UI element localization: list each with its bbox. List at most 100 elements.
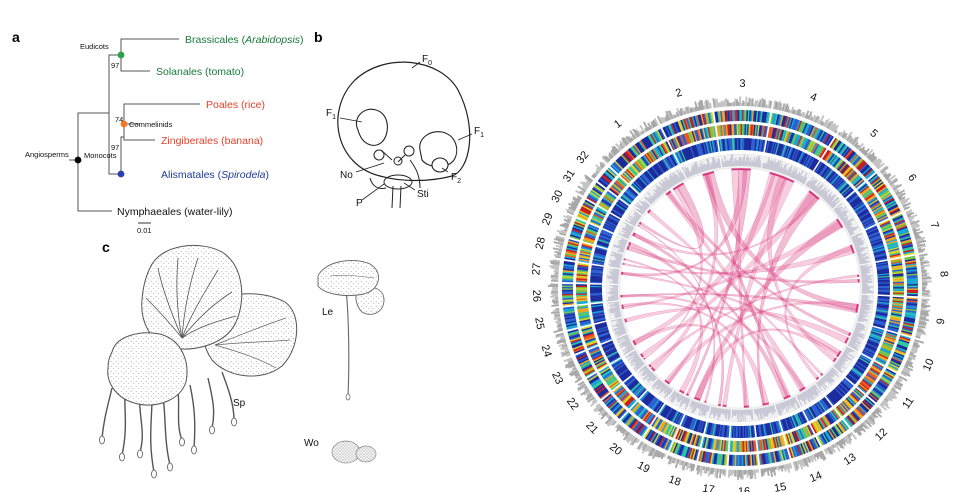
track-segment (921, 291, 931, 294)
track-segment (757, 139, 761, 152)
track-segment (869, 237, 882, 243)
track-segment (916, 243, 926, 248)
track-segment (609, 187, 620, 196)
track-segment (637, 141, 646, 152)
track-segment (914, 233, 919, 237)
track-segment (905, 261, 917, 265)
track-segment (892, 271, 904, 275)
track-segment (621, 137, 628, 146)
track-segment (698, 403, 702, 409)
track-segment (902, 326, 914, 331)
track-segment (700, 421, 706, 434)
track-segment (655, 401, 664, 413)
track-segment (758, 160, 761, 168)
track-segment (630, 219, 637, 225)
track-segment (634, 143, 643, 154)
track-segment (704, 101, 708, 110)
track-segment (593, 172, 598, 177)
track-segment (623, 192, 634, 202)
track-segment (644, 412, 652, 422)
track-segment (740, 110, 743, 122)
track-segment (638, 200, 649, 209)
track-segment (790, 171, 795, 178)
track-segment (826, 120, 833, 129)
track-segment (796, 395, 803, 407)
track-segment (601, 229, 613, 236)
track-segment (560, 345, 568, 350)
track-segment (577, 355, 588, 362)
track-segment (867, 197, 878, 206)
back-frond-veins (214, 317, 291, 369)
track-segment (690, 168, 695, 176)
track-segment (842, 400, 852, 410)
track-segment (606, 298, 619, 302)
track-segment (850, 154, 860, 165)
track-segment (805, 180, 810, 186)
track-segment (821, 416, 829, 427)
track-segment (590, 273, 603, 277)
track-segment (563, 306, 575, 310)
track-segment (655, 163, 664, 174)
track-segment (778, 103, 783, 111)
track-segment (862, 350, 874, 358)
track-segment (762, 439, 766, 451)
track-segment (697, 102, 702, 111)
track-segment (873, 321, 886, 327)
track-segment (691, 116, 697, 128)
track-segment (615, 323, 624, 328)
track-segment (622, 153, 631, 163)
track-segment (648, 431, 656, 442)
track-segment (606, 275, 619, 278)
track-segment (761, 453, 765, 465)
track-segment (665, 114, 670, 122)
track-segment (868, 154, 875, 161)
track-segment (847, 395, 857, 405)
track-segment (876, 263, 889, 267)
track-segment (636, 362, 645, 369)
track-segment (609, 271, 619, 274)
track-segment (696, 143, 702, 156)
track-segment (611, 262, 621, 266)
track-segment (856, 144, 861, 150)
track-segment (582, 331, 594, 337)
track-segment (612, 252, 623, 257)
track-segment (921, 285, 927, 288)
track-segment (623, 396, 633, 405)
track-segment (586, 196, 597, 204)
track-segment (891, 262, 903, 266)
track-segment (877, 297, 890, 300)
track-segment (848, 228, 858, 234)
track-segment (578, 211, 590, 218)
track-segment (746, 409, 748, 416)
track-segment (750, 138, 754, 151)
track-segment (822, 193, 828, 200)
track-segment (815, 183, 824, 193)
track-segment (669, 124, 676, 135)
track-segment (586, 391, 592, 396)
track-segment (715, 98, 719, 108)
track-segment (783, 116, 789, 128)
track-segment (892, 270, 904, 274)
track-segment (576, 268, 589, 272)
track-segment (714, 111, 718, 123)
track-segment (599, 335, 611, 342)
track-segment (624, 151, 633, 162)
track-segment (564, 222, 570, 226)
track-segment (587, 225, 599, 231)
track-segment (711, 140, 716, 153)
track-segment (664, 141, 671, 153)
track-segment (738, 440, 741, 452)
track-segment (808, 114, 813, 121)
track-segment (857, 142, 864, 151)
track-segment (846, 374, 857, 384)
track-segment (632, 182, 642, 192)
track-segment (713, 158, 718, 169)
track-segment (604, 416, 613, 425)
track-segment (624, 227, 633, 232)
track-segment (768, 422, 773, 435)
track-segment (633, 162, 642, 172)
track-segment (871, 241, 884, 247)
track-segment (872, 179, 883, 188)
track-segment (811, 184, 816, 190)
track-segment (763, 100, 767, 108)
